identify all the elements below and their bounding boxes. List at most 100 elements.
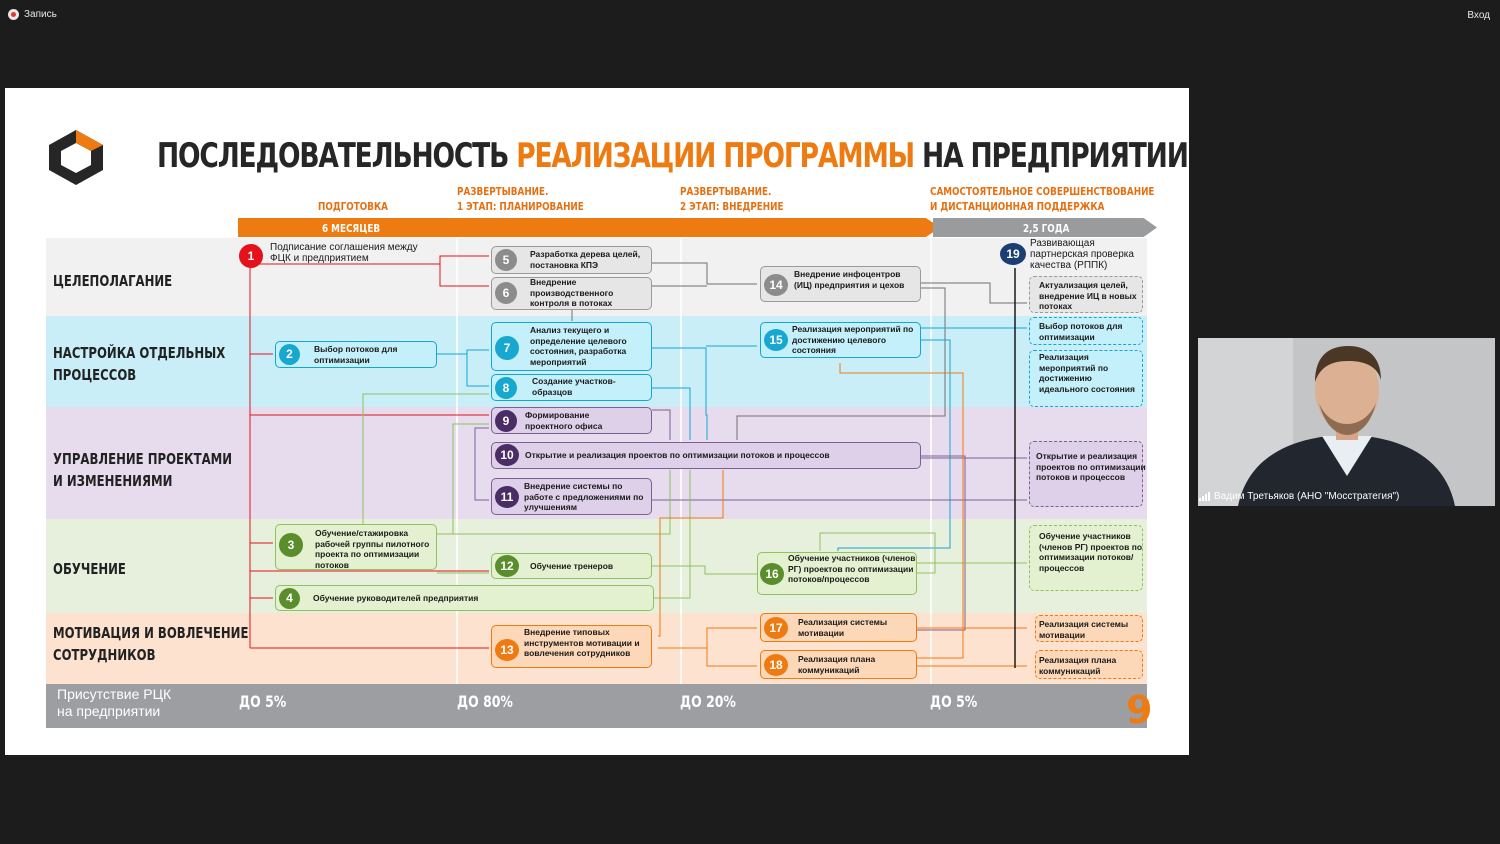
step-19-text: Развивающая партнерская проверка качеств… xyxy=(1030,238,1134,271)
step-12-text: Обучение тренеров xyxy=(530,561,614,571)
row-label-management-1: УПРАВЛЕНИЕ ПРОЕКТАМИ xyxy=(53,450,233,468)
connector-lines xyxy=(249,255,1027,668)
support-text: Открытие и реализация проектов по оптими… xyxy=(1036,451,1146,482)
step-3-badge: 3 xyxy=(279,533,303,557)
support-text: Реализация плана коммуникаций xyxy=(1039,655,1117,676)
step-9-text: Формирование проектного офиса xyxy=(525,410,603,431)
duration-2-5-years: 2,5 ГОДА xyxy=(1023,222,1070,235)
step-2-box[interactable] xyxy=(275,341,437,368)
step-13-text: Внедрение типовых инструментов мотивации… xyxy=(524,627,640,658)
support-text: Реализация системы мотивации xyxy=(1039,619,1129,640)
login-button[interactable]: Вход xyxy=(1467,10,1490,21)
phase-self-sub: И ДИСТАНЦИОННАЯ ПОДДЕРЖКА xyxy=(930,200,1105,213)
support-box-training[interactable] xyxy=(1029,525,1143,591)
step-2-badge: 2 xyxy=(279,344,300,365)
step-17-text: Реализация системы мотивации xyxy=(798,617,888,638)
step-8-box[interactable] xyxy=(491,374,652,401)
step-16-badge: 16 xyxy=(760,563,784,585)
step-8-text: Создание участков-образцов xyxy=(532,376,616,397)
support-text: Актуализация целей, внедрение ИЦ в новых… xyxy=(1039,280,1137,311)
top-bar: Запись Вход xyxy=(0,0,1500,32)
step-6-box[interactable] xyxy=(491,277,652,310)
participant-video[interactable] xyxy=(1198,338,1495,506)
phase-divider xyxy=(930,238,932,684)
step-4-text: Обучение руководителей предприятия xyxy=(313,593,479,603)
step-5-box[interactable] xyxy=(491,246,652,274)
page-number: 9 xyxy=(1126,688,1153,732)
step-6-badge: 6 xyxy=(495,282,517,304)
step-5-text: Разработка дерева целей, постановка КПЭ xyxy=(530,249,641,270)
signal-strength-icon xyxy=(1199,492,1210,501)
support-box-motivation[interactable] xyxy=(1035,615,1143,642)
row-label-motivation-1: МОТИВАЦИЯ И ВОВЛЕЧЕНИЕ xyxy=(53,624,249,642)
step-11-badge: 11 xyxy=(495,486,519,508)
duration-6-months: 6 МЕСЯЦЕВ xyxy=(322,222,381,235)
step-9-badge: 9 xyxy=(495,410,517,432)
step-15-badge: 15 xyxy=(764,329,788,351)
phase-divider xyxy=(456,238,458,684)
company-logo-icon xyxy=(49,130,103,185)
row-label-goal-setting: ЦЕЛЕПОЛАГАНИЕ xyxy=(53,272,173,290)
step-17-badge: 17 xyxy=(764,617,788,639)
phase-deploy-2-title: РАЗВЕРТЫВАНИЕ. xyxy=(680,185,772,198)
timeline-bar-orange xyxy=(238,218,940,237)
support-box-ideal-state[interactable] xyxy=(1029,350,1143,407)
presence-value: ДО 5% xyxy=(930,692,978,711)
support-text: Выбор потоков для оптимизации xyxy=(1039,321,1123,342)
step-14-badge: 14 xyxy=(764,274,788,296)
step-1-badge: 1 xyxy=(239,244,263,268)
recording-indicator[interactable]: Запись xyxy=(8,9,57,20)
slide-title: ПОСЛЕДОВАТЕЛЬНОСТЬ РЕАЛИЗАЦИИ ПРОГРАММЫ … xyxy=(157,136,1189,176)
timeline-bar-gray xyxy=(933,218,1157,237)
step-7-badge: 7 xyxy=(495,336,519,360)
row-label-process-setup-1: НАСТРОЙКА ОТДЕЛЬНЫХ xyxy=(53,344,226,362)
phase-deploy-1-title: РАЗВЕРТЫВАНИЕ. xyxy=(457,185,549,198)
phase-deploy-2-sub: 2 ЭТАП: ВНЕДРЕНИЕ xyxy=(680,200,784,213)
step-12-badge: 12 xyxy=(495,555,519,577)
row-label-training: ОБУЧЕНИЕ xyxy=(53,560,126,578)
shared-slide: ПОСЛЕДОВАТЕЛЬНОСТЬ РЕАЛИЗАЦИИ ПРОГРАММЫ … xyxy=(5,88,1189,755)
step-18-badge: 18 xyxy=(764,654,788,676)
step-5-badge: 5 xyxy=(495,249,517,271)
step-13-badge: 13 xyxy=(495,639,519,661)
step-10-text: Открытие и реализация проектов по оптими… xyxy=(525,450,830,460)
support-box-projects[interactable] xyxy=(1029,441,1143,507)
row-label-process-setup-2: ПРОЦЕССОВ xyxy=(53,366,137,384)
step-16-text: Обучение участников (членов РГ) проектов… xyxy=(788,553,916,584)
support-text: Обучение участников (членов РГ) проектов… xyxy=(1039,531,1143,573)
presence-value: ДО 20% xyxy=(680,692,736,711)
support-text: Реализация мероприятий по достижению иде… xyxy=(1039,352,1135,394)
step-14-box[interactable] xyxy=(760,266,921,302)
step-11-text: Внедрение системы по работе с предложени… xyxy=(524,481,644,512)
record-icon xyxy=(8,9,19,20)
step-4-badge: 4 xyxy=(279,588,300,609)
support-box-goals[interactable] xyxy=(1029,276,1143,313)
step-1-text: Подписание соглашения между ФЦК и предпр… xyxy=(270,242,418,264)
support-box-stream-selection[interactable] xyxy=(1029,317,1143,345)
phase-deploy-1-sub: 1 ЭТАП: ПЛАНИРОВАНИЕ xyxy=(457,200,584,213)
phase-self-title: САМОСТОЯТЕЛЬНОЕ СОВЕРШЕНСТВОВАНИЕ xyxy=(930,185,1155,198)
participant-name: Вадим Третьяков (АНО "Мосстратегия") xyxy=(1214,491,1400,502)
phase-preparation: ПОДГОТОВКА xyxy=(318,200,388,213)
step-10-box[interactable] xyxy=(491,442,921,469)
row-label-motivation-2: СОТРУДНИКОВ xyxy=(53,646,156,664)
row-label-management-2: И ИЗМЕНЕНИЯМИ xyxy=(53,472,173,490)
record-label: Запись xyxy=(24,9,57,20)
participant-avatar xyxy=(1198,338,1495,506)
presence-value: ДО 80% xyxy=(457,692,513,711)
participant-name-tag: Вадим Третьяков (АНО "Мосстратегия") xyxy=(1199,491,1399,502)
support-box-communications[interactable] xyxy=(1035,650,1143,679)
step-3-text: Обучение/стажировка рабочей группы пилот… xyxy=(315,528,430,570)
presence-value: ДО 5% xyxy=(239,692,287,711)
step-18-text: Реализация плана коммуникаций xyxy=(798,654,876,675)
step-6-text: Внедрение производственного контроля в п… xyxy=(530,277,614,308)
step-19-badge: 19 xyxy=(1000,243,1026,265)
presence-bar xyxy=(46,684,1147,728)
step-9-box[interactable] xyxy=(491,407,652,434)
step-7-text: Анализ текущего и определение целевого с… xyxy=(530,325,627,367)
step-8-badge: 8 xyxy=(495,377,517,399)
step-15-text: Реализация мероприятий по достижению цел… xyxy=(792,324,914,355)
step-4-box[interactable] xyxy=(275,585,654,611)
step-13-box[interactable] xyxy=(491,625,652,668)
